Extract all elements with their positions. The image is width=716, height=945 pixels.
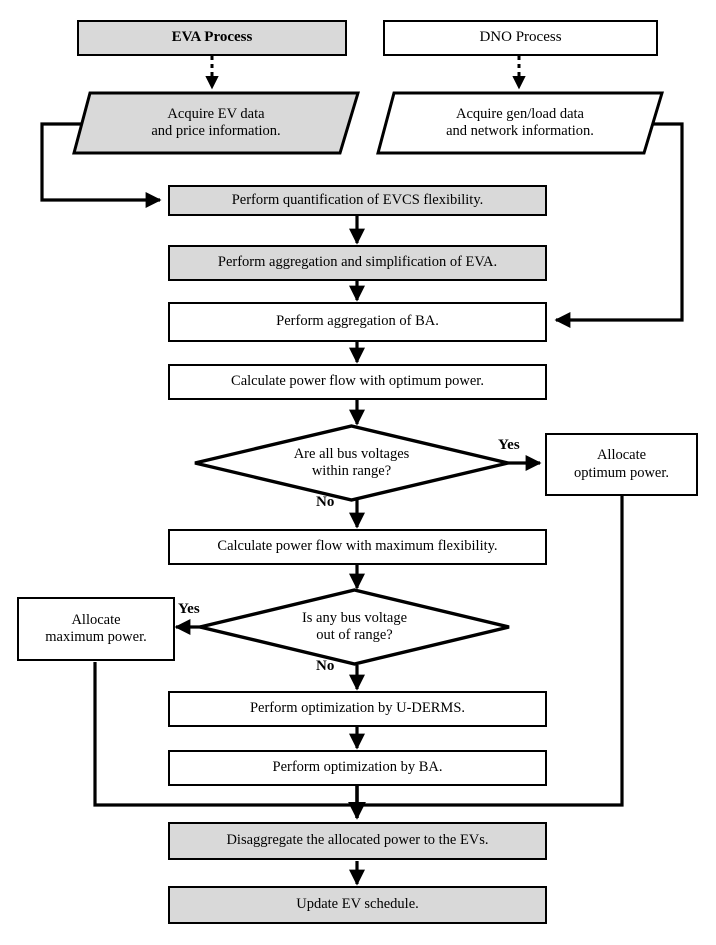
- node-opt-uderms-label: Perform optimization by U-DERMS.: [249, 700, 466, 717]
- edge-label-yes-top: Yes: [498, 437, 520, 453]
- node-aggregation-ba-label: Perform aggregation of BA.: [276, 313, 439, 330]
- node-decision-bus-out-of-range[interactable]: Is any bus voltage out of range?: [198, 588, 511, 666]
- node-allocate-maximum-power[interactable]: Allocate maximum power.: [17, 597, 175, 661]
- edge-label-no-top: No: [316, 494, 335, 510]
- node-acquire-ev-data-line1: Acquire EV data: [167, 105, 265, 122]
- node-pf-maximum[interactable]: Calculate power flow with maximum flexib…: [168, 529, 547, 565]
- diamond-shape-decision-two: [199, 588, 510, 666]
- node-decision-bus-out-of-range-line1: Is any bus voltage: [301, 609, 408, 626]
- node-allocate-maximum-power-line1: Allocate: [71, 611, 121, 628]
- node-update-ev-schedule-label: Update EV schedule.: [296, 896, 419, 913]
- node-eva-process[interactable]: EVA Process: [77, 20, 347, 56]
- node-decision-bus-within-range[interactable]: Are all bus voltages within range?: [193, 424, 510, 502]
- node-opt-ba-label: Perform optimization by BA.: [272, 759, 443, 776]
- node-allocate-optimum-power-line2: optimum power.: [573, 464, 670, 481]
- diamond-shape-decision-one: [194, 424, 509, 502]
- node-acquire-gen-load-data-line2: and network information.: [446, 123, 594, 139]
- node-acquire-ev-data[interactable]: Acquire EV data and price information.: [72, 91, 360, 155]
- node-eva-process-label: EVA Process: [171, 29, 253, 46]
- parallelogram-shape-acquire-ev: [72, 91, 360, 155]
- node-disaggregate-label: Disaggregate the allocated power to the …: [226, 832, 489, 849]
- node-pf-optimum[interactable]: Calculate power flow with optimum power.: [168, 364, 547, 400]
- node-decision-bus-within-range-line1: Are all bus voltages: [293, 445, 410, 462]
- node-allocate-optimum-power-line1: Allocate: [596, 447, 647, 464]
- node-acquire-ev-data-line2: and price information.: [151, 123, 281, 139]
- node-pf-optimum-label: Calculate power flow with optimum power.: [231, 373, 484, 390]
- node-quantification[interactable]: Perform quantification of EVCS flexibili…: [168, 185, 547, 216]
- node-opt-ba[interactable]: Perform optimization by BA.: [168, 750, 547, 786]
- node-aggregation-ba[interactable]: Perform aggregation of BA.: [168, 302, 547, 342]
- node-aggregation-eva[interactable]: Perform aggregation and simplification o…: [168, 245, 547, 281]
- node-opt-uderms[interactable]: Perform optimization by U-DERMS.: [168, 691, 547, 727]
- parallelogram-shape-acquire-gen: [376, 91, 664, 155]
- node-decision-bus-out-of-range-text: Is any bus voltage out of range?: [198, 588, 511, 666]
- node-pf-maximum-label: Calculate power flow with maximum flexib…: [217, 538, 498, 555]
- node-acquire-gen-load-data-text: Acquire gen/load data and network inform…: [376, 91, 664, 155]
- node-decision-bus-within-range-text: Are all bus voltages within range?: [193, 424, 510, 502]
- node-update-ev-schedule[interactable]: Update EV schedule.: [168, 886, 547, 924]
- node-acquire-ev-data-text: Acquire EV data and price information.: [72, 91, 360, 155]
- node-allocate-maximum-power-line2: maximum power.: [45, 629, 147, 645]
- node-decision-bus-out-of-range-line2: out of range?: [316, 627, 393, 643]
- node-quantification-label: Perform quantification of EVCS flexibili…: [231, 191, 484, 208]
- node-disaggregate[interactable]: Disaggregate the allocated power to the …: [168, 822, 547, 860]
- node-aggregation-eva-label: Perform aggregation and simplification o…: [217, 254, 498, 271]
- node-dno-process[interactable]: DNO Process: [383, 20, 658, 56]
- edge-label-yes-bottom: Yes: [178, 601, 200, 617]
- node-allocate-optimum-power[interactable]: Allocate optimum power.: [545, 433, 698, 496]
- node-acquire-gen-load-data-line1: Acquire gen/load data: [455, 105, 584, 122]
- node-dno-process-label: DNO Process: [479, 29, 562, 46]
- node-decision-bus-within-range-line2: within range?: [311, 463, 392, 479]
- edge-label-no-bottom: No: [316, 658, 335, 674]
- node-acquire-gen-load-data[interactable]: Acquire gen/load data and network inform…: [376, 91, 664, 155]
